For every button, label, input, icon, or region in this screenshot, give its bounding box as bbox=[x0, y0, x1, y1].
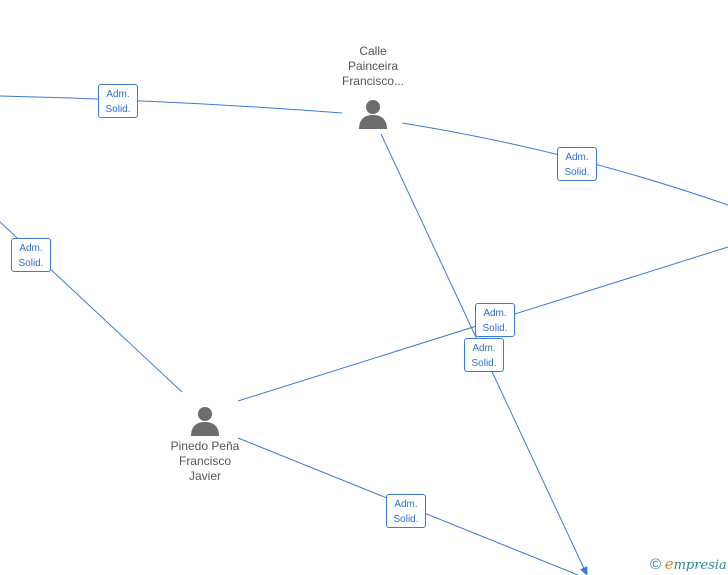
edge-label-line: Solid. bbox=[393, 514, 419, 525]
node-label-line: Painceira bbox=[347, 59, 399, 73]
edge-label-line: Adm. bbox=[565, 152, 589, 163]
edge-label-line: Solid. bbox=[105, 104, 131, 115]
edge-label-adm-solid[interactable]: Adm. Solid. bbox=[464, 338, 504, 372]
node-label-line: Francisco... bbox=[341, 74, 404, 88]
edge-label-line: Solid. bbox=[471, 358, 497, 369]
edge-label-line: Adm. bbox=[106, 89, 130, 100]
empresia-logo: © empresia bbox=[650, 555, 727, 573]
edge-label-line: Solid. bbox=[564, 167, 590, 178]
copyright-icon: © bbox=[650, 556, 662, 573]
node-label-line: Francisco bbox=[178, 454, 231, 468]
edge-label-line: Adm. bbox=[394, 499, 418, 510]
person-icon bbox=[191, 407, 219, 436]
edge-label-line: Adm. bbox=[19, 243, 43, 254]
edge-label-line: Solid. bbox=[482, 323, 508, 334]
edge-label-adm-solid[interactable]: Adm. Solid. bbox=[11, 238, 51, 272]
edge-label-adm-solid[interactable]: Adm. Solid. bbox=[557, 147, 597, 181]
node-label-line: Javier bbox=[188, 469, 221, 483]
edge-label-line: Adm. bbox=[472, 343, 496, 354]
edge-label-adm-solid[interactable]: Adm. Solid. bbox=[475, 303, 515, 337]
edge-left-to-calle bbox=[0, 95, 343, 114]
node-label-line: Pinedo Peña bbox=[170, 439, 240, 453]
edge-label-line: Adm. bbox=[483, 308, 507, 319]
brand-name: mpresia bbox=[673, 558, 727, 573]
edge-label-adm-solid[interactable]: Adm. Solid. bbox=[98, 84, 138, 118]
node-calle-painceira-label: Calle Painceira Francisco... bbox=[323, 44, 423, 89]
node-label-line: Calle bbox=[359, 44, 387, 58]
node-pinedo-pena[interactable]: Pinedo Peña Francisco Javier bbox=[150, 405, 260, 484]
edge-label-adm-solid[interactable]: Adm. Solid. bbox=[386, 494, 426, 528]
edge-label-line: Solid. bbox=[18, 258, 44, 269]
node-pinedo-pena-label: Pinedo Peña Francisco Javier bbox=[150, 439, 260, 484]
brand-initial: e bbox=[664, 555, 674, 573]
node-calle-painceira[interactable]: Calle Painceira Francisco... bbox=[323, 44, 423, 130]
person-icon bbox=[359, 100, 387, 129]
